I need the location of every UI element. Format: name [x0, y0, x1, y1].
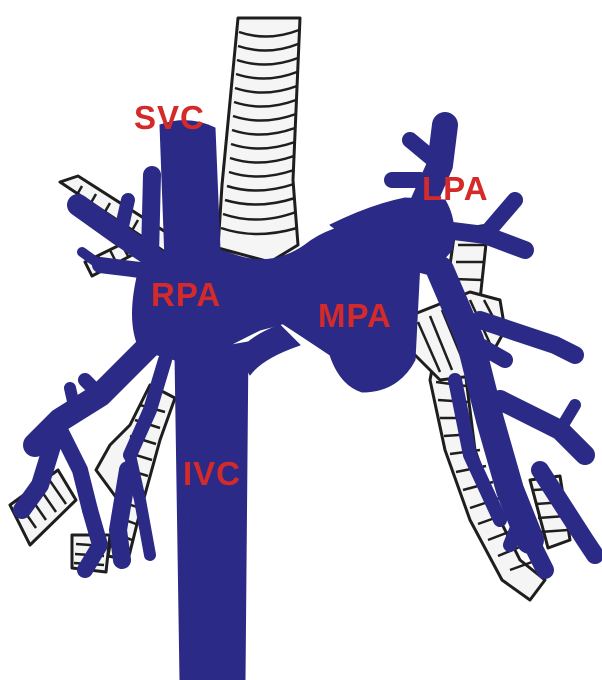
- ivc-vessel: [175, 342, 248, 680]
- label-mpa: MPA: [318, 297, 392, 334]
- label-ivc: IVC: [183, 455, 241, 492]
- label-svc: SVC: [134, 99, 205, 136]
- label-lpa: LPA: [422, 170, 489, 207]
- trachea: [218, 18, 300, 262]
- label-rpa: RPA: [151, 276, 221, 313]
- svc-vessel: [160, 121, 220, 260]
- vessel-branches: [22, 125, 595, 570]
